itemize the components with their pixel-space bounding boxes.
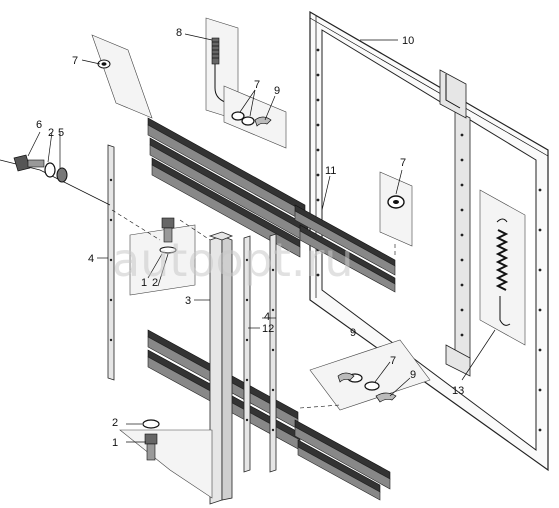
callout-4: 4 <box>264 311 270 323</box>
callout-3: 3 <box>185 295 191 307</box>
inset-bolt-bottom <box>119 419 213 499</box>
vertical-rod-left <box>107 144 115 381</box>
tension-spring <box>495 218 511 326</box>
vertical-rod-12 <box>243 235 251 473</box>
inset-washer-top-left <box>91 34 153 119</box>
callout-9: 9 <box>350 327 356 339</box>
callout-10: 10 <box>402 35 414 47</box>
callout-7: 7 <box>390 355 396 367</box>
callout-9: 9 <box>410 369 416 381</box>
radiator-frame <box>309 10 549 472</box>
vertical-rod-right <box>269 233 277 473</box>
upper-slats <box>147 117 396 293</box>
frame-rivets-left <box>316 48 320 277</box>
frame-rivets-right <box>538 188 542 432</box>
callout-1: 1 <box>112 437 118 449</box>
inset-washer-right <box>379 171 413 247</box>
callout-2: 2 <box>112 417 118 429</box>
callout-4: 4 <box>88 253 94 265</box>
callout-2: 2 <box>48 127 54 139</box>
callout-7: 7 <box>400 157 406 169</box>
callout-5: 5 <box>58 127 64 139</box>
watermark-text: autoopt.ru <box>112 233 354 287</box>
callout-12: 12 <box>262 323 274 335</box>
vertical-post <box>208 231 234 505</box>
callout-labels: 7 8 7 9 10 11 7 6 2 5 4 1 2 3 4 12 9 7 9… <box>36 27 464 449</box>
frame-rivets-middle <box>460 133 464 337</box>
callout-1: 1 <box>141 277 147 289</box>
callout-9: 9 <box>274 85 280 97</box>
leader-lines <box>27 33 496 443</box>
callout-2: 2 <box>152 277 158 289</box>
callout-7: 7 <box>254 79 260 91</box>
inset-washers-9-bottom <box>309 339 431 411</box>
bolt-assembly-left <box>0 154 111 206</box>
inset-bolt-left <box>129 217 196 296</box>
callout-13: 13 <box>452 385 464 397</box>
callout-8: 8 <box>176 27 182 39</box>
callout-11: 11 <box>325 165 336 177</box>
callout-6: 6 <box>36 119 42 131</box>
inset-washers-9-top <box>223 85 287 149</box>
callout-7: 7 <box>72 55 78 67</box>
